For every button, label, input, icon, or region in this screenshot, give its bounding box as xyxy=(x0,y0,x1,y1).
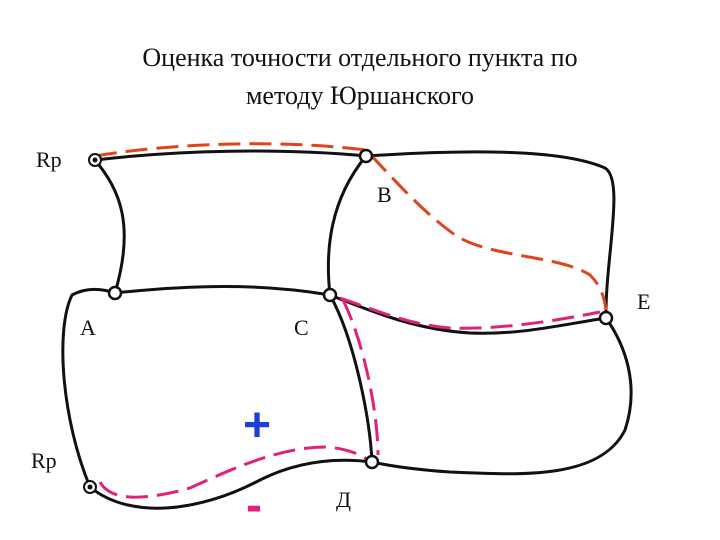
dashed-paths xyxy=(94,142,608,499)
label-rp-bottom: Rp xyxy=(31,448,57,473)
network-edges xyxy=(61,149,633,510)
edge-b-to-top-right xyxy=(364,150,616,320)
magenta-path-c-d xyxy=(341,299,380,456)
edge-e-to-bottom-right xyxy=(370,316,633,476)
node-rp-top xyxy=(88,153,102,167)
plus-sign: + xyxy=(243,399,272,452)
edge-c-to-d xyxy=(328,293,374,464)
label-rp-top: Rp xyxy=(36,147,62,172)
edge-rp-top-to-a xyxy=(93,158,126,295)
label-e: Е xyxy=(637,289,651,314)
magenta-path-rp-d xyxy=(98,445,369,499)
orange-path-rp-b-e xyxy=(94,142,608,311)
network-nodes xyxy=(83,148,614,494)
edge-a-to-rp-bottom xyxy=(61,288,117,489)
edge-rp-bottom-to-d xyxy=(88,458,374,510)
edge-a-to-c xyxy=(113,285,332,297)
minus-sign: - xyxy=(246,479,262,532)
edge-rp-top-to-b xyxy=(93,149,368,162)
diagram-title-line-1: Оценка точности отдельного пункта по xyxy=(142,43,578,72)
node-e xyxy=(598,310,614,326)
label-a: А xyxy=(80,315,96,340)
magenta-path-c-e xyxy=(339,296,601,330)
label-b: В xyxy=(377,182,392,207)
node-b xyxy=(358,148,374,164)
edge-b-to-c xyxy=(326,154,368,297)
diagram-title-line-2: методу Юршанского xyxy=(245,81,475,110)
node-rp-bottom xyxy=(83,480,97,494)
label-d: Д xyxy=(336,487,352,512)
node-d xyxy=(364,454,380,470)
label-c: С xyxy=(294,315,309,340)
node-a xyxy=(107,285,123,301)
node-c xyxy=(322,287,338,303)
edge-c-to-e xyxy=(328,293,608,335)
